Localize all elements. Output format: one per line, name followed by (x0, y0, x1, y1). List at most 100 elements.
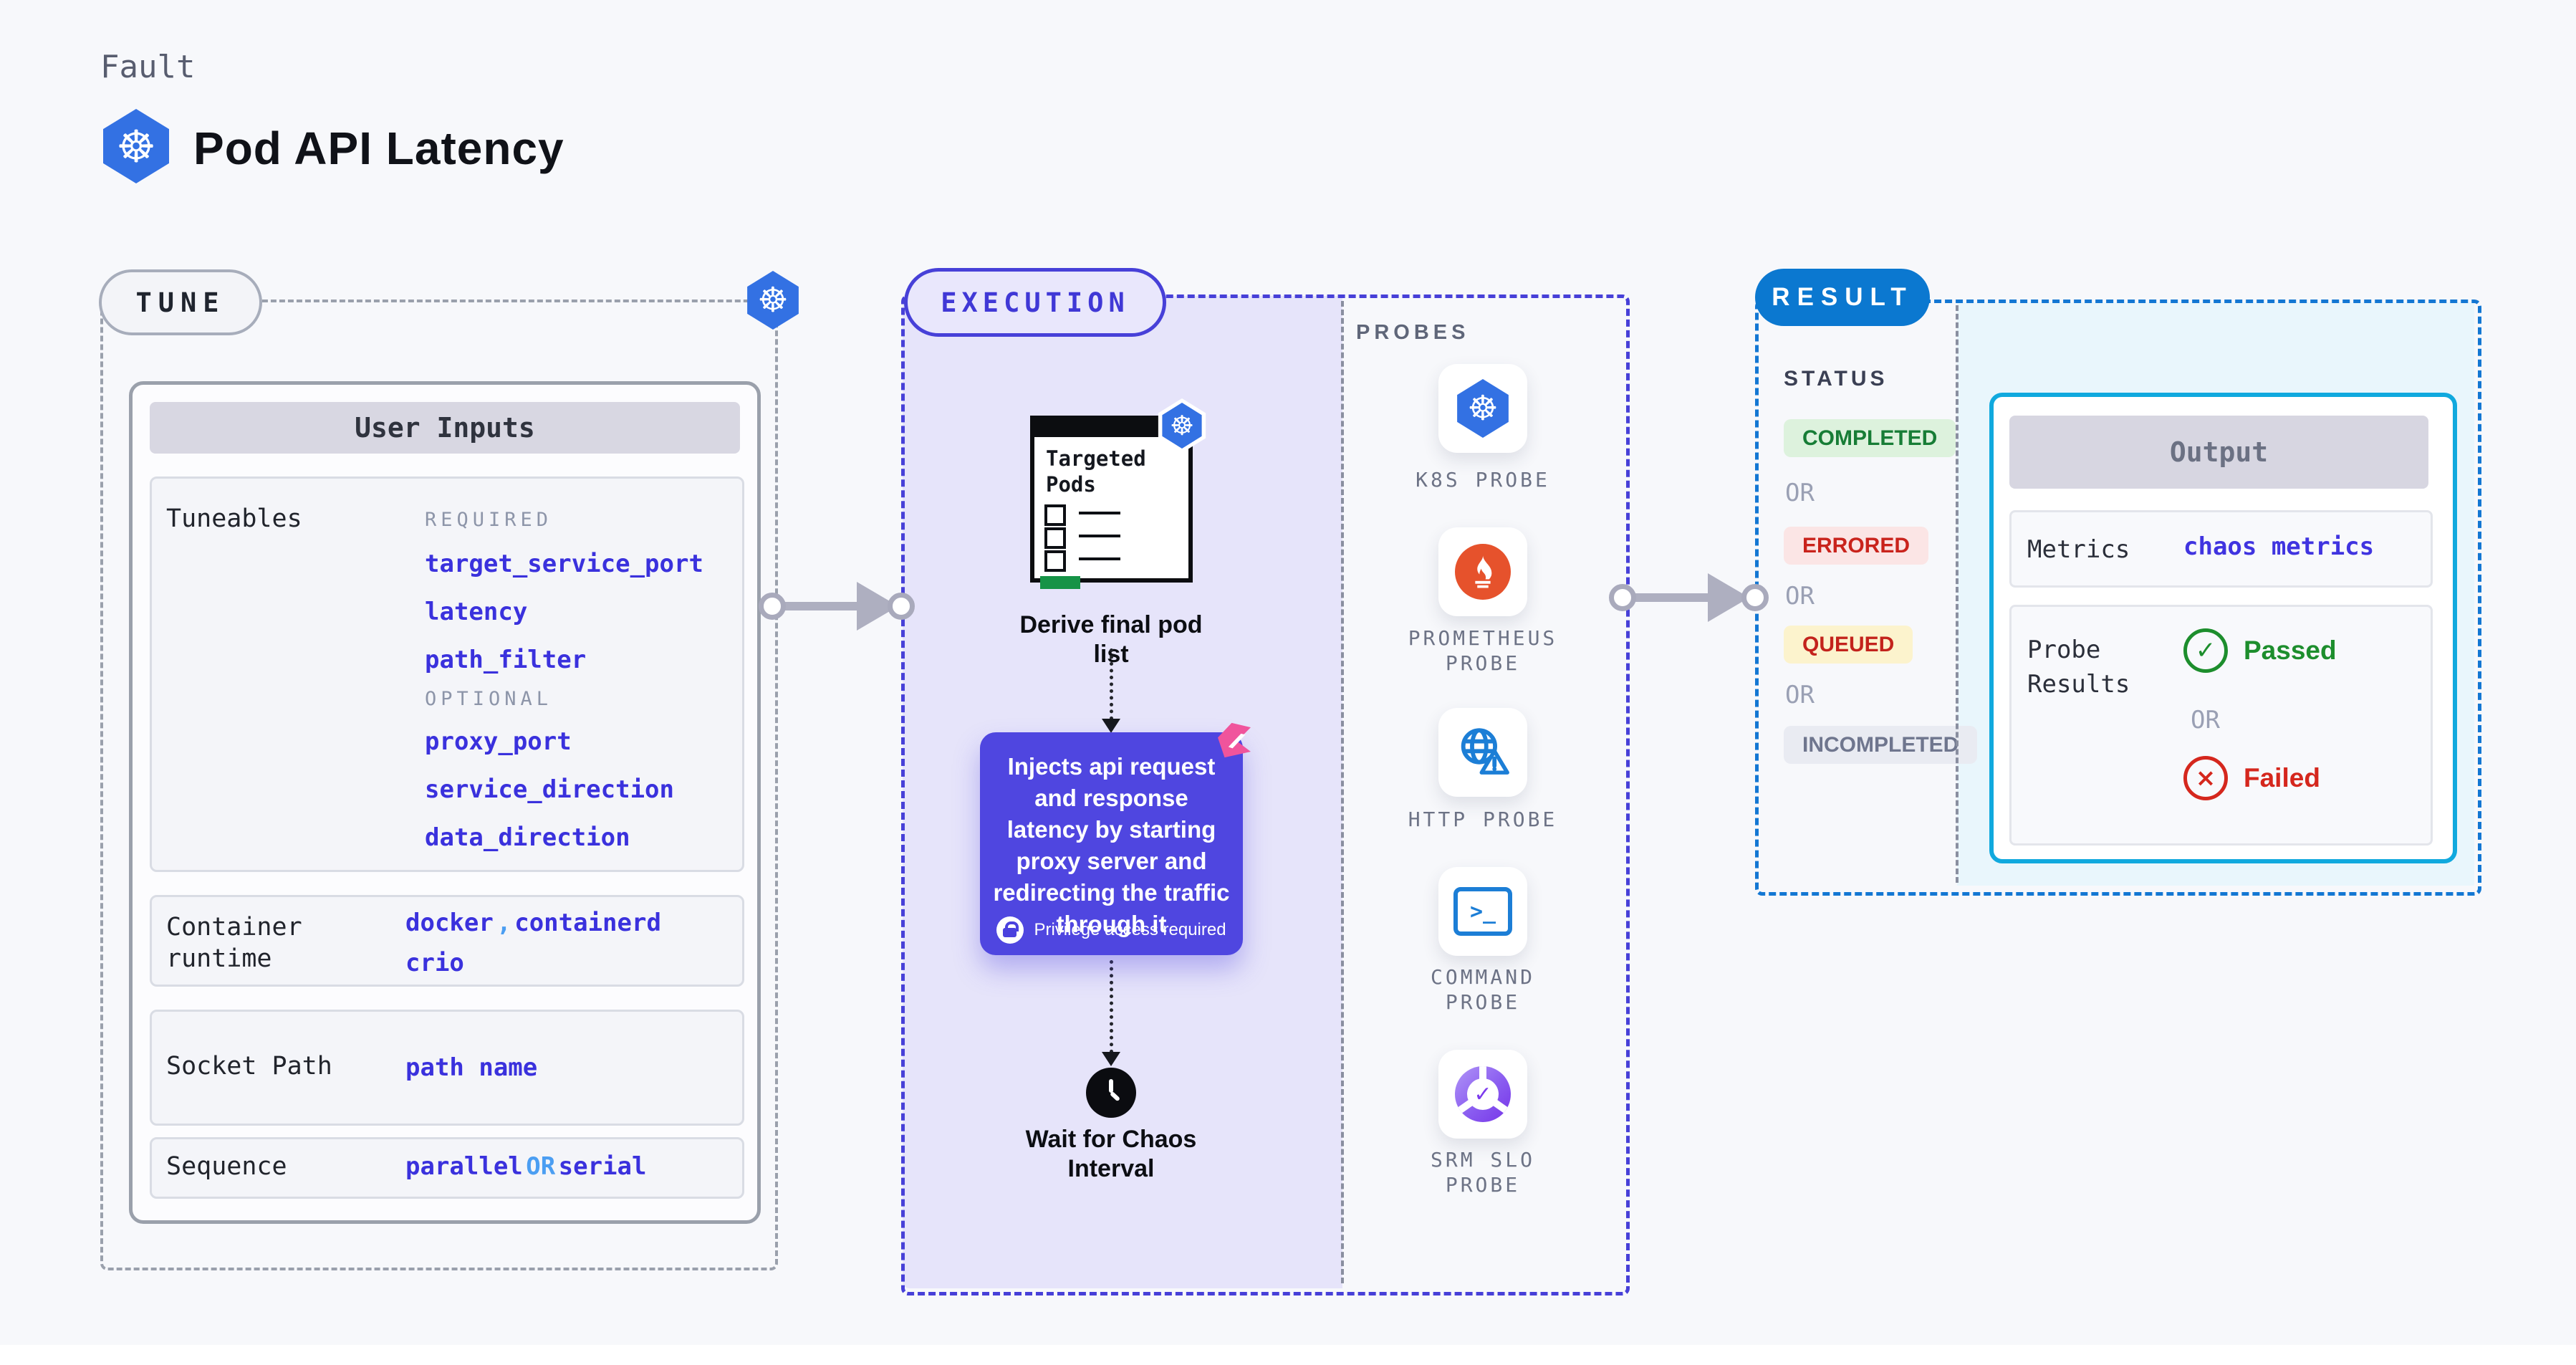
runtime-separator: , (496, 909, 511, 937)
sequence-value[interactable]: serial (558, 1152, 647, 1181)
runtime-value[interactable]: docker (405, 909, 494, 937)
probe-results-label: Probe Results (2027, 636, 2130, 699)
failed-label: Failed (2244, 763, 2320, 792)
or-label: OR (1785, 582, 1815, 610)
privilege-note-row: Privilege access required (980, 916, 1243, 944)
http-probe-card[interactable] (1438, 708, 1527, 797)
inject-description: Injects api request and response latency… (993, 753, 1230, 937)
socket-path-panel: Socket Path path name (150, 1010, 744, 1126)
probe-label: PROMETHEUS PROBE (1408, 626, 1558, 675)
flow-arrow-line (778, 602, 865, 610)
progress-bar (1040, 576, 1080, 589)
tune-section-frame (100, 300, 778, 1270)
command-probe-card[interactable]: >_ (1438, 867, 1527, 956)
sequence-label: Sequence (166, 1152, 287, 1181)
check-circle-icon: ✓ (2183, 628, 2228, 673)
list-line (1079, 535, 1120, 537)
tuneables-panel: Tuneables REQUIRED target_service_port l… (150, 476, 744, 872)
connector-dot (888, 593, 915, 620)
or-label: OR (1785, 479, 1815, 507)
output-header: Output (2009, 416, 2428, 489)
container-runtime-values-line1: docker , containerd (405, 909, 661, 937)
sequence-or: OR (526, 1152, 556, 1181)
container-runtime-label: Container runtime (166, 913, 302, 973)
status-badge-incompleted: INCOMPLETED (1784, 726, 1978, 764)
execution-pill: EXECUTION (904, 268, 1166, 337)
sequence-value[interactable]: parallel (405, 1152, 523, 1181)
socket-path-label: Socket Path (166, 1052, 332, 1081)
tuneable-optional-item[interactable]: service_direction (425, 775, 674, 804)
list-line (1079, 557, 1120, 560)
status-label: STATUS (1784, 367, 1888, 391)
bottom-strip (0, 1345, 2576, 1365)
checkbox-icon (1044, 527, 1066, 549)
checkbox-icon (1044, 504, 1066, 526)
tuneable-optional-item[interactable]: proxy_port (425, 727, 572, 756)
prometheus-flame-icon (1455, 544, 1511, 600)
privilege-note: Privilege access required (1034, 920, 1226, 939)
result-pill: RESULT (1755, 269, 1930, 326)
clock-icon (1086, 1068, 1136, 1118)
user-inputs-card: User Inputs Tuneables REQUIRED target_se… (129, 381, 761, 1224)
probes-panel-label: PROBES (1356, 321, 1470, 344)
status-badge-completed: COMPLETED (1784, 419, 1956, 457)
probes-divider (1341, 301, 1344, 1283)
lock-icon (996, 916, 1024, 944)
tuneable-optional-item[interactable]: data_direction (425, 823, 630, 852)
connector-dot (1741, 584, 1769, 611)
probe-label: HTTP PROBE (1408, 808, 1558, 831)
checkbox-icon (1044, 550, 1066, 572)
runtime-value[interactable]: containerd (514, 909, 661, 937)
tuneables-label: Tuneables (166, 504, 302, 533)
metrics-label: Metrics (2027, 535, 2130, 564)
flow-arrow-line (1628, 593, 1716, 602)
list-line (1079, 512, 1120, 514)
tune-pill: TUNE (99, 269, 262, 335)
page-title: Pod API Latency (193, 123, 564, 174)
flow-dotted-line (1110, 648, 1113, 720)
srm-slo-probe-card[interactable]: ✓ (1438, 1050, 1527, 1139)
tuneable-required-item[interactable]: latency (425, 598, 528, 626)
execution-section-frame (901, 294, 1630, 1295)
status-badge-queued: QUEUED (1784, 626, 1913, 664)
status-badge-errored: ERRORED (1784, 527, 1929, 565)
slo-donut-check-icon: ✓ (1455, 1066, 1511, 1122)
wait-chaos-caption: Wait for Chaos Interval (1025, 1126, 1197, 1182)
passed-label: Passed (2244, 636, 2337, 665)
connector-dot (759, 593, 786, 620)
or-label: OR (1785, 681, 1815, 709)
fault-eyebrow: Fault (100, 49, 196, 85)
x-circle-icon: × (2183, 756, 2228, 800)
failed-row: × Failed (2183, 756, 2320, 800)
container-runtime-panel: Container runtime docker , containerd cr… (150, 895, 744, 987)
probe-label: K8S PROBE (1416, 468, 1550, 492)
connector-dot (1609, 584, 1636, 611)
optional-label: OPTIONAL (425, 688, 553, 710)
tuneable-required-item[interactable]: target_service_port (425, 550, 703, 578)
arrow-down-icon (1102, 1052, 1120, 1066)
output-box: Output Metrics chaos metrics Probe Resul… (1989, 393, 2457, 863)
probe-results-row: Probe Results ✓ Passed OR × Failed (2009, 605, 2433, 846)
passed-row: ✓ Passed (2183, 628, 2337, 673)
tuneable-required-item[interactable]: path_filter (425, 646, 587, 674)
or-label: OR (2191, 706, 2220, 734)
kubernetes-icon: ☸ (1162, 403, 1202, 449)
targeted-pods-title: Targeted Pods (1046, 446, 1146, 497)
flow-dotted-line (1110, 960, 1113, 1053)
sequence-panel: Sequence parallel OR serial (150, 1137, 744, 1199)
k8s-probe-card[interactable]: ☸ (1438, 364, 1527, 453)
inject-description-box: Injects api request and response latency… (980, 732, 1243, 955)
user-inputs-header: User Inputs (150, 402, 740, 454)
prometheus-probe-card[interactable] (1438, 527, 1527, 616)
chaos-logo-icon (1218, 722, 1251, 758)
runtime-value[interactable]: crio (405, 949, 464, 977)
sequence-values: parallel OR serial (405, 1152, 646, 1181)
probe-label: SRM SLO PROBE (1430, 1148, 1535, 1197)
metrics-value[interactable]: chaos metrics (2183, 532, 2375, 561)
probe-label: COMMAND PROBE (1430, 965, 1535, 1014)
kubernetes-icon: ☸ (1457, 379, 1509, 438)
socket-path-value[interactable]: path name (405, 1053, 538, 1082)
kubernetes-icon: ☸ (103, 109, 169, 183)
globe-alert-icon (1461, 728, 1509, 775)
